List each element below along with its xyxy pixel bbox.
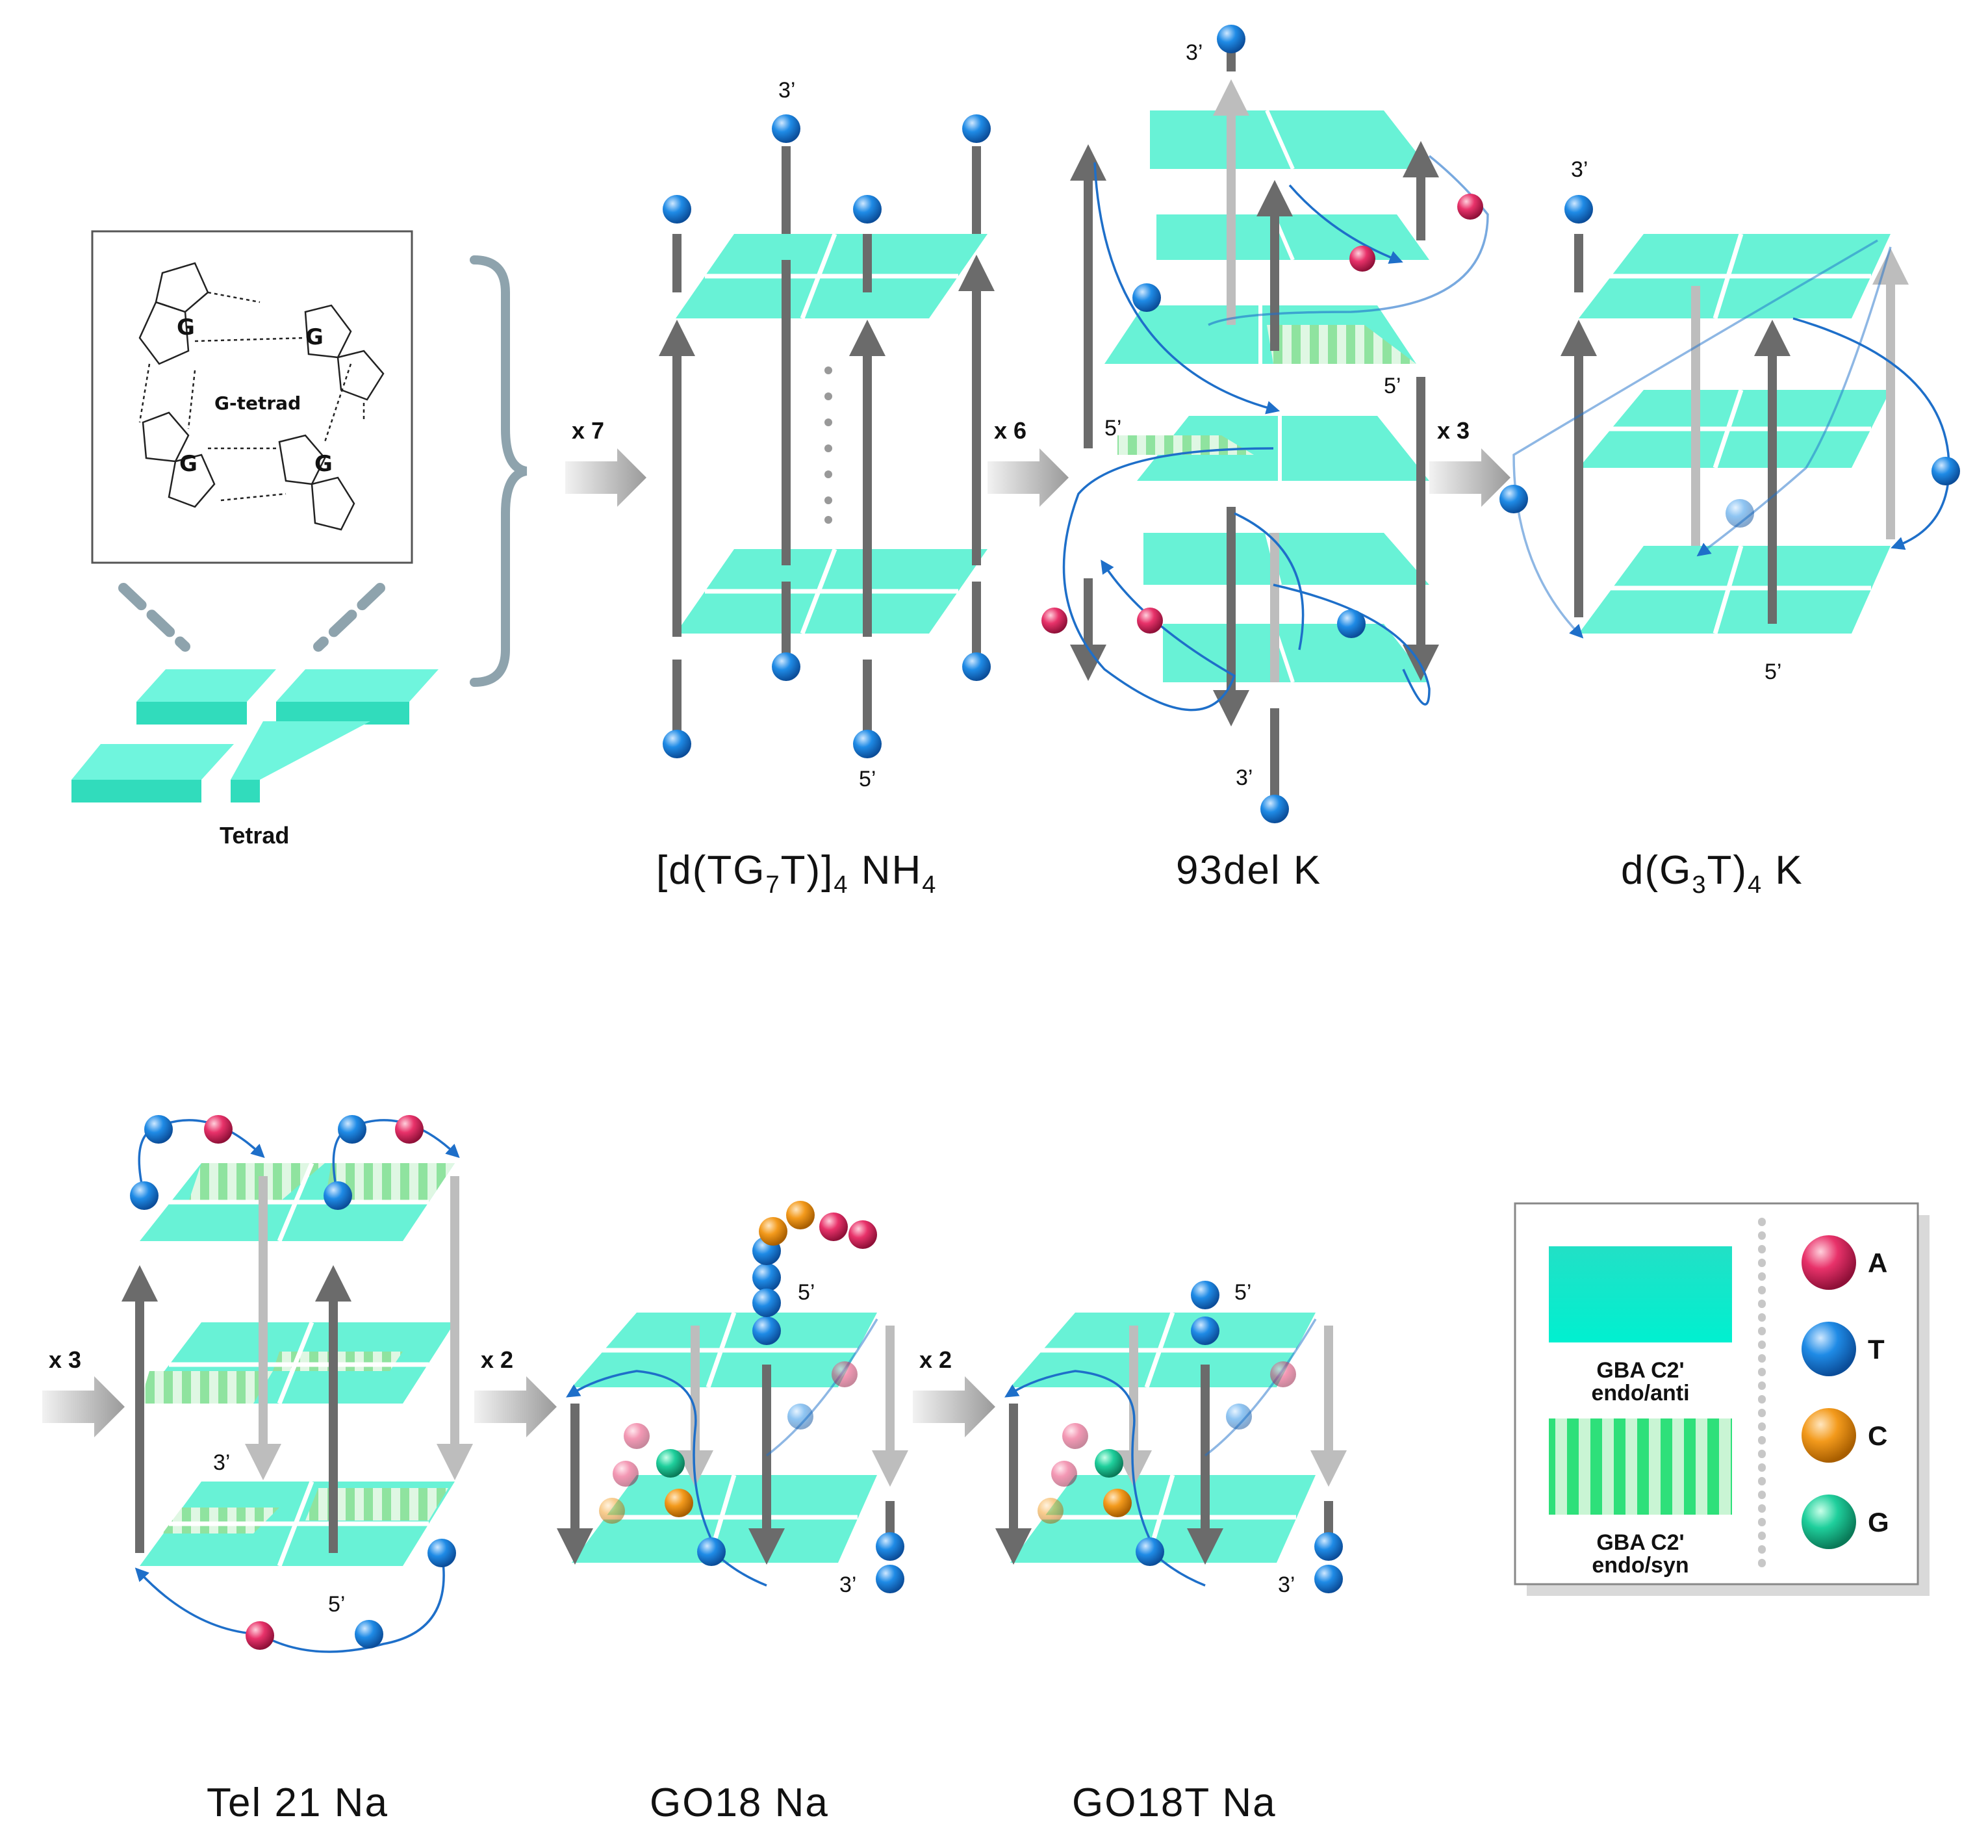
connector-line: [313, 583, 385, 652]
tetrad-blocks: [71, 669, 439, 802]
multiplier-x2: x 2: [919, 1346, 952, 1373]
curly-brace: [470, 255, 528, 687]
big-arrow: [1429, 448, 1510, 507]
nucleotide-bases: [130, 1115, 456, 1650]
end-label-5prime: 5’: [798, 1280, 815, 1305]
strand-arrows: [121, 1176, 473, 1553]
thymine-bases: [663, 114, 991, 758]
legend-base-t-ball: [1802, 1322, 1856, 1376]
legend-syn-label-2: endo/syn: [1592, 1553, 1689, 1578]
structure-name-tel21: Tel 21 Na: [207, 1780, 389, 1825]
end-label-3prime: 3’: [778, 78, 795, 103]
structure-tg7t: 3’ 5’ [d(TG7T)]4 NH4: [656, 78, 995, 899]
ellipsis-dots: [824, 366, 832, 524]
multiplier-arrows: x 7 x 6 x 3 x 3 x 2 x 2: [42, 417, 1510, 1437]
g-tetrad-structure: [138, 262, 385, 531]
multiplier-x3: x 3: [49, 1346, 81, 1373]
end-label-5prime: 5’: [1765, 660, 1781, 684]
end-label-5prime: 5’: [328, 1592, 345, 1617]
end-label-3prime: 3’: [839, 1572, 856, 1597]
big-arrow: [565, 448, 646, 507]
legend-base-a-ball: [1802, 1235, 1856, 1290]
base-letter-g: G: [305, 324, 324, 350]
legend-base-c-ball: [1802, 1408, 1856, 1463]
tetrad-layer: [676, 234, 988, 634]
end-label-5prime: 5’: [859, 767, 876, 791]
thymine-bases: [1499, 195, 1960, 528]
structure-name-g3t: d(G3T)4 K: [1621, 848, 1803, 899]
structure-name-go18: GO18 Na: [650, 1780, 829, 1825]
nucleotide-bases: [1038, 1281, 1343, 1593]
multiplier-x7: x 7: [572, 417, 604, 444]
legend-base-g-ball: [1802, 1495, 1856, 1549]
multiplier-x2: x 2: [481, 1346, 513, 1373]
structure-name-93del: 93del K: [1176, 848, 1321, 893]
syn-tetrad: [1267, 325, 1416, 364]
multiplier-x6: x 6: [994, 417, 1026, 444]
connector-line: [118, 583, 190, 652]
structure-go18t: 5’ 3’ GO18T Na: [995, 1280, 1347, 1825]
legend-anti-label-1: GBA C2': [1596, 1358, 1684, 1383]
big-arrow: [474, 1376, 557, 1437]
end-label-5prime: 5’: [1384, 374, 1401, 398]
legend: GBA C2' endo/anti GBA C2' endo/syn A T C…: [1514, 1202, 1930, 1596]
end-label-5prime: 5’: [1234, 1280, 1251, 1305]
structure-93del: 3’ 5’ 5’ 3’ 93del K: [1041, 25, 1489, 893]
legend-syn-swatch: [1549, 1418, 1732, 1515]
base-letter-g: G: [177, 314, 195, 340]
structure-name-go18t: GO18T Na: [1072, 1780, 1277, 1825]
legend-base-g: G: [1868, 1507, 1889, 1537]
tetrad-panel: G G G G G-tetrad Tetrad: [71, 230, 528, 849]
multiplier-x3: x 3: [1437, 417, 1470, 444]
g-tetrad-title: G-tetrad: [214, 392, 301, 414]
base-letter-g: G: [179, 451, 198, 477]
end-label-3prime: 3’: [1571, 157, 1588, 182]
loop-lines: [1062, 155, 1489, 712]
legend-base-a: A: [1868, 1248, 1887, 1278]
base-letter-g: G: [314, 451, 333, 477]
structure-g3t: 3’ 5’ d(G3T)4 K: [1499, 157, 1960, 899]
strand-arrows: [1561, 234, 1909, 624]
legend-anti-swatch: [1549, 1246, 1732, 1342]
structure-go18: 5’ 3’ GO18 Na: [557, 1201, 908, 1825]
structure-name-tg7t: [d(TG7T)]4 NH4: [656, 848, 937, 899]
tetrad-layers: [1104, 110, 1429, 682]
end-label-5prime: 5’: [1104, 416, 1121, 441]
strand-arrows: [659, 146, 995, 744]
legend-anti-label-2: endo/anti: [1591, 1381, 1689, 1405]
end-label-3prime: 3’: [1236, 765, 1253, 790]
end-label-3prime: 3’: [1186, 40, 1203, 65]
big-arrow: [913, 1376, 995, 1437]
legend-syn-label-1: GBA C2': [1596, 1530, 1684, 1555]
structure-tel21: 3’ 5’ Tel 21 Na: [121, 1115, 473, 1825]
legend-base-t: T: [1868, 1334, 1885, 1365]
tetrad-caption: Tetrad: [220, 822, 289, 849]
nucleotide-bases: [599, 1201, 904, 1593]
legend-base-c: C: [1868, 1420, 1887, 1451]
big-arrow: [42, 1376, 125, 1437]
end-label-3prime: 3’: [213, 1450, 230, 1475]
big-arrow: [988, 448, 1069, 507]
strand-arrows: [1070, 39, 1439, 806]
end-label-3prime: 3’: [1278, 1572, 1295, 1597]
nucleotide-bases: [1041, 25, 1483, 823]
